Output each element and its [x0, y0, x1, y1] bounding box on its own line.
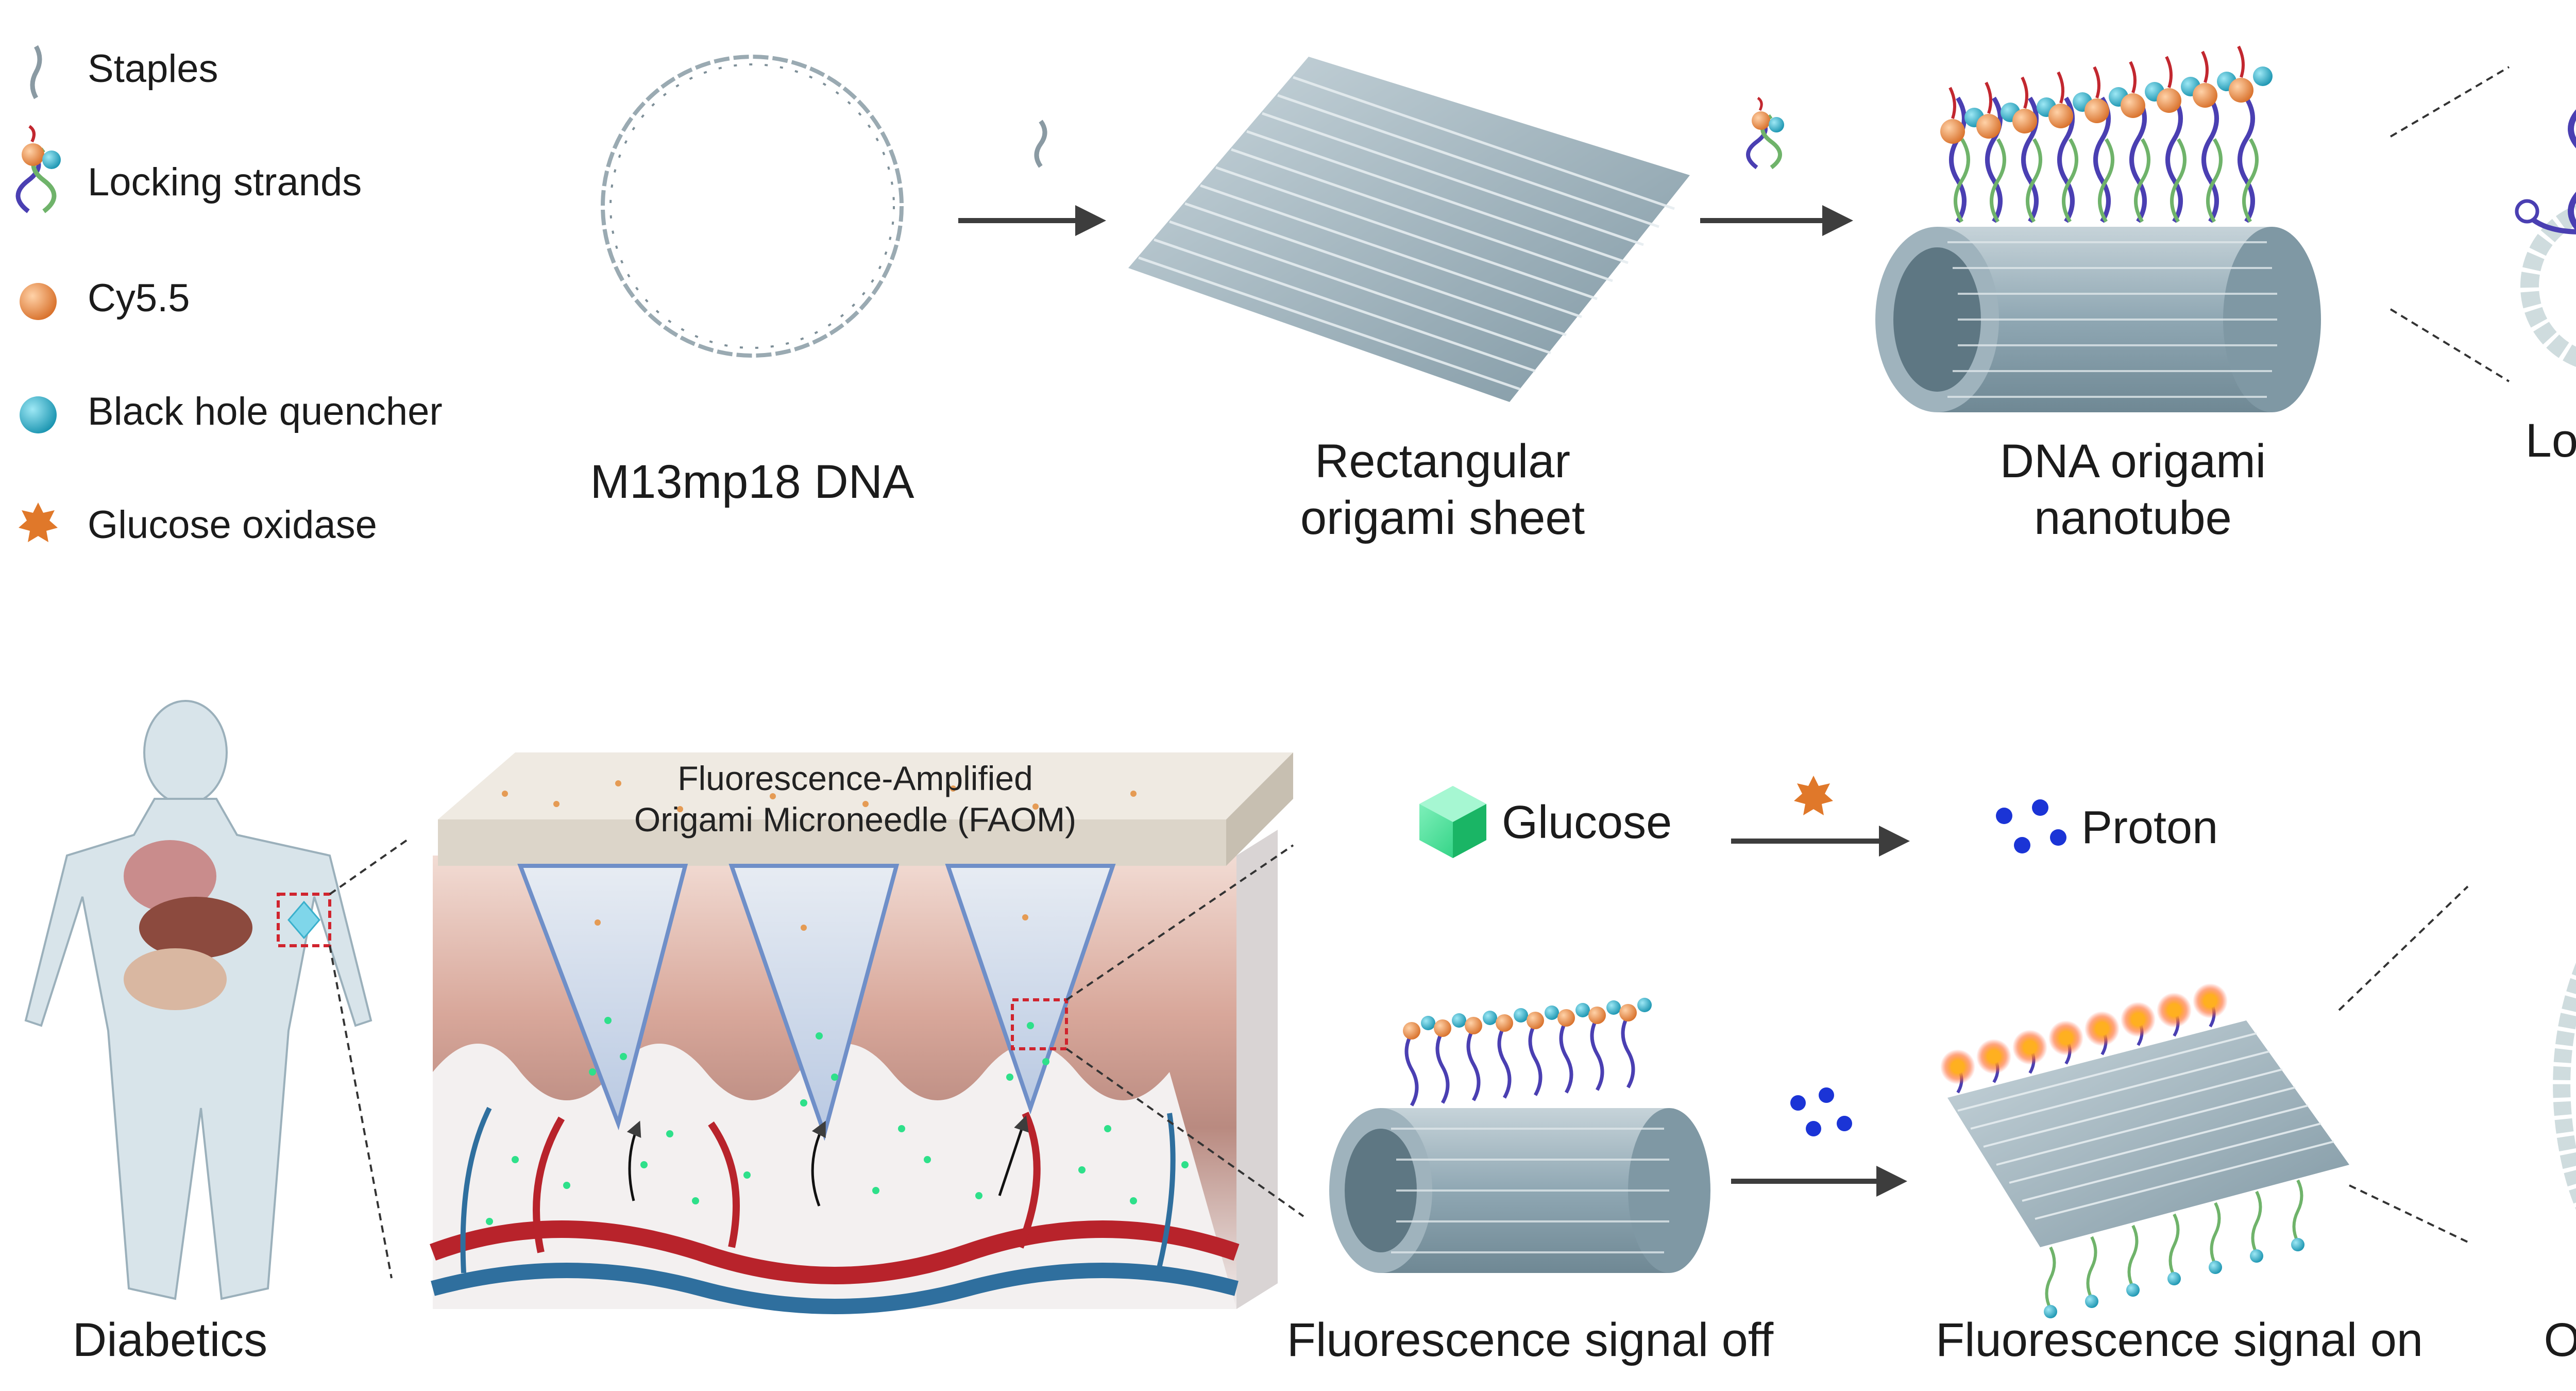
label-sheet-line2: origami sheet	[1300, 492, 1585, 544]
rectangular-origami-sheet	[1128, 57, 1690, 402]
legend-label-glucose-oxidase: Glucose oxidase	[88, 503, 377, 547]
label-m13-dna: M13mp18 DNA	[590, 456, 914, 508]
m13-circular-dna	[601, 55, 904, 358]
label-signal-off: Fluorescence signal off	[1286, 1314, 1774, 1366]
label-tube-line2: nanotube	[2034, 492, 2232, 544]
label-open: Open	[2544, 1314, 2576, 1366]
proton-dots-icon	[1996, 799, 2066, 853]
legend-label-cy55: Cy5.5	[88, 276, 190, 320]
label-glucose: Glucose	[1502, 797, 1672, 848]
legend-label-staples: Staples	[88, 47, 218, 91]
locking-strand-small	[1746, 96, 1784, 170]
legend-label-locking-strands: Locking strands	[88, 160, 362, 204]
label-signal-on: Fluorescence signal on	[1935, 1314, 2424, 1366]
zoom-lines-skin	[1065, 844, 1304, 1217]
label-faom-line2: Origami Microneedle (FAOM)	[634, 800, 1077, 839]
label-faom-line1: Fluorescence-Amplified	[677, 759, 1033, 797]
staple-strand-small	[1034, 120, 1047, 168]
open-strand	[2553, 962, 2576, 1210]
dna-origami-nanotube	[1875, 227, 2321, 412]
microneedle	[945, 864, 1116, 1115]
locking-strand-icon	[15, 125, 61, 213]
microneedle	[728, 864, 900, 1141]
label-tube-line1: DNA origami	[1999, 435, 2266, 488]
legend-label-quencher: Black hole quencher	[88, 390, 443, 433]
glucose-oxidase-small-icon	[1794, 776, 1833, 815]
glucose-cube-icon	[1419, 786, 1486, 858]
staple-strand-icon	[30, 45, 42, 99]
microneedle	[517, 864, 688, 1131]
zoom-lines-top	[2389, 66, 2510, 382]
proton-dots-small	[1790, 1087, 1852, 1136]
locking-strands-top	[1940, 45, 2273, 223]
label-sheet-line1: Rectangular	[1314, 435, 1571, 488]
origami-sheet-signal-on	[1940, 983, 2349, 1318]
label-locked: Locked	[2525, 414, 2576, 467]
locked-strand	[2515, 109, 2576, 367]
label-proton: Proton	[2081, 802, 2218, 853]
label-diabetics: Diabetics	[72, 1314, 268, 1366]
glucose-oxidase-icon	[19, 502, 58, 542]
microneedle-patch	[438, 752, 1293, 1225]
quencher-icon	[20, 396, 57, 433]
zoom-lines-body	[329, 839, 408, 1279]
nanotube-signal-off	[1329, 998, 1710, 1273]
human-silhouette	[24, 700, 372, 1300]
zoom-lines-bottom	[2338, 885, 2469, 1243]
cy55-dye-icon	[20, 283, 57, 320]
